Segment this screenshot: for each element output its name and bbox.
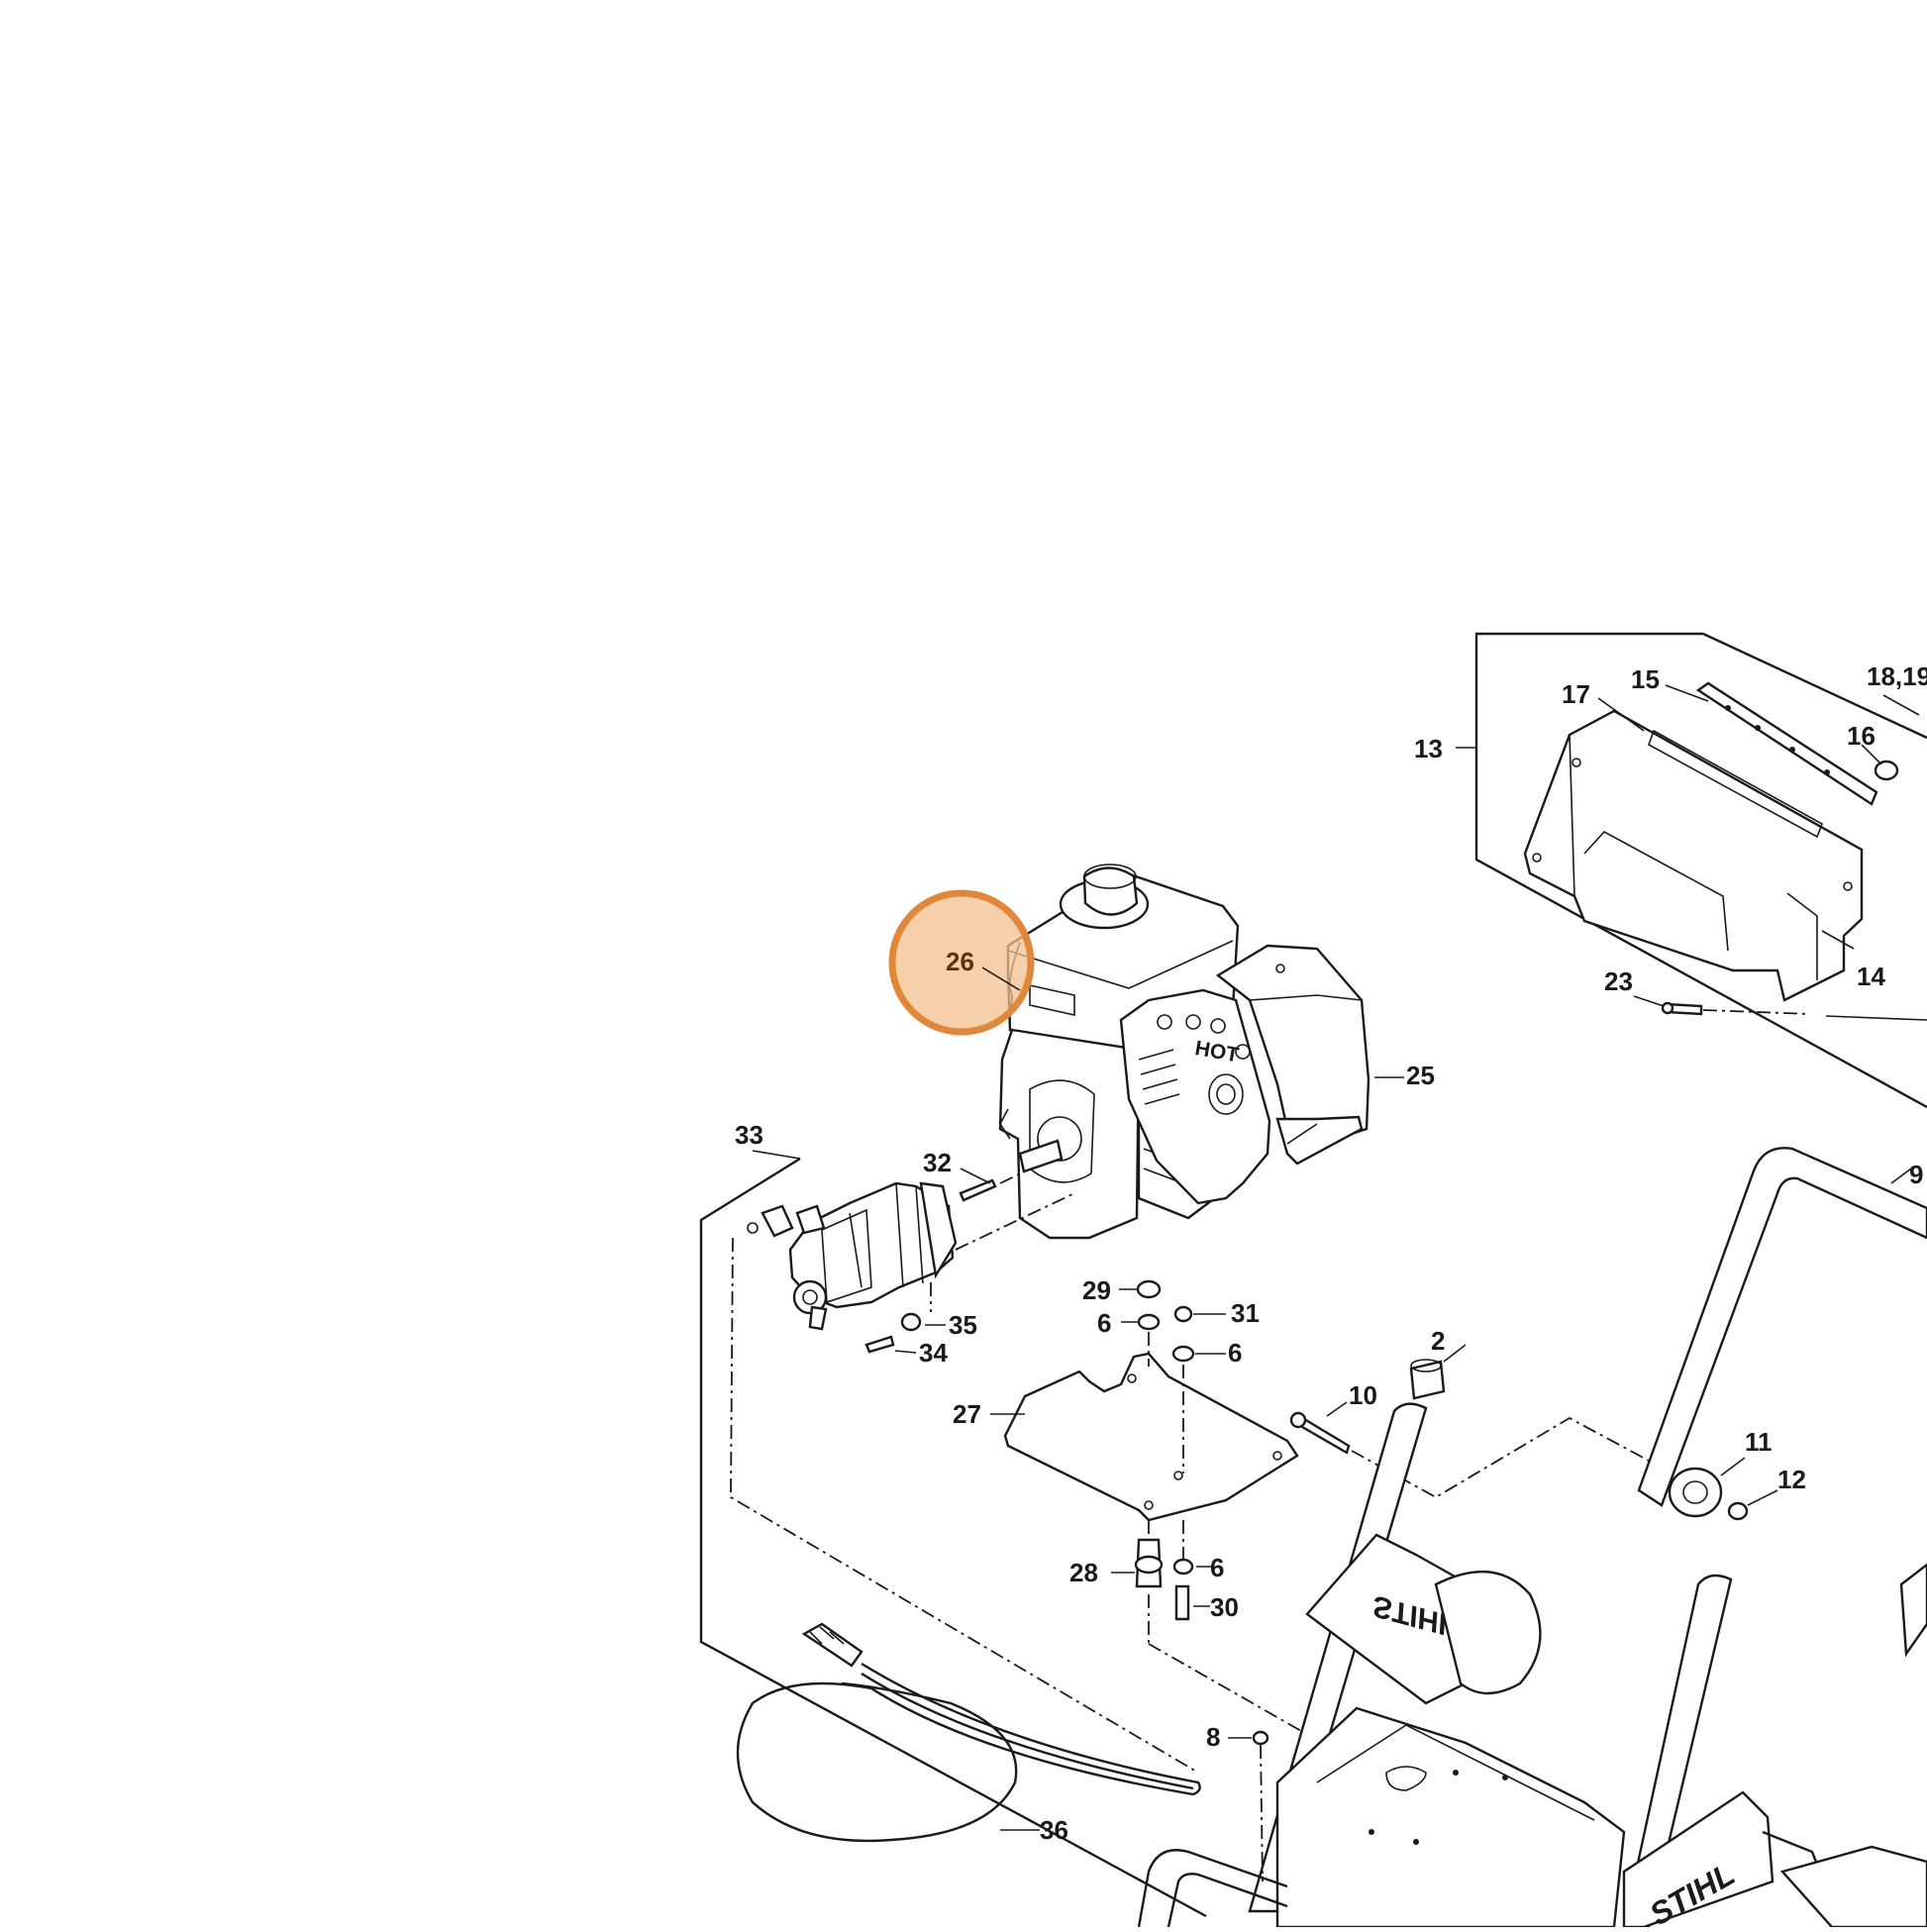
- highlight-callout-26[interactable]: [888, 889, 1035, 1036]
- callout-16: 16: [1847, 721, 1876, 751]
- nut-31: [1173, 1305, 1193, 1323]
- callout-31: 31: [1231, 1298, 1260, 1328]
- callout-33: 33: [735, 1120, 763, 1150]
- callout-11: 11: [1745, 1427, 1773, 1457]
- screw-34: [864, 1335, 895, 1354]
- nut-29: [1136, 1279, 1162, 1299]
- pump-assembly: [699, 1150, 1207, 1918]
- base-plate-assembly: [990, 1279, 1496, 1901]
- callout-32: 32: [923, 1148, 952, 1177]
- chassis-base: [1275, 1706, 1626, 1929]
- key-part: [959, 1178, 997, 1202]
- crankshaft: [1018, 1139, 1064, 1173]
- handle-bar: [1637, 1147, 1927, 1507]
- callout-28: 28: [1069, 1558, 1098, 1587]
- cap-2: [1409, 1360, 1446, 1400]
- washer-6c: [1172, 1558, 1194, 1576]
- callout-30: 30: [1210, 1592, 1239, 1622]
- nut-12: [1727, 1501, 1749, 1521]
- wheel-right: [1779, 1845, 1927, 1929]
- callout-15: 15: [1631, 664, 1660, 694]
- callout-9: 9: [1909, 1160, 1923, 1189]
- callout-6: 6: [1228, 1338, 1242, 1368]
- callout-17: 17: [1562, 679, 1590, 709]
- cover-frame: [1474, 632, 1927, 1109]
- heat-shield: [1119, 988, 1271, 1205]
- callout-34: 34: [919, 1338, 948, 1368]
- high-pressure-hose: [736, 1622, 1201, 1843]
- wheel-left: [1434, 1570, 1542, 1695]
- callout-10: 10: [1349, 1380, 1377, 1410]
- callout-6: 6: [1210, 1553, 1224, 1582]
- callout-labels: 2 6 6 6 8 9 10 11 12 13 14 15 16 17 18,1…: [735, 661, 1927, 1845]
- screw-30: [1174, 1584, 1190, 1621]
- callout-29: 29: [1082, 1275, 1111, 1305]
- callout-26[interactable]: 26: [946, 947, 974, 976]
- washer-6a: [1137, 1313, 1161, 1331]
- callout-8: 8: [1206, 1722, 1220, 1752]
- callout-14: 14: [1857, 962, 1885, 991]
- knob-11: [1668, 1467, 1723, 1518]
- washer-6b: [1171, 1345, 1195, 1363]
- engine: HOT: [998, 864, 1404, 1240]
- cover-assembly: [1456, 632, 1927, 1109]
- washer-part: [900, 1312, 922, 1332]
- callout-12: 12: [1777, 1465, 1806, 1494]
- screw-8: [1252, 1730, 1269, 1746]
- callout-25: 25: [1406, 1061, 1435, 1090]
- nut-part: [1874, 760, 1899, 781]
- hose-fitting: [801, 1622, 863, 1668]
- strip-part: [1695, 681, 1878, 806]
- callout-27: 27: [953, 1399, 981, 1429]
- callout-36: 36: [1040, 1815, 1068, 1845]
- frame-assembly: STIHL STIHL: [1137, 1147, 1927, 1932]
- pump-body: [788, 1181, 955, 1309]
- crankcase: [998, 1028, 1141, 1240]
- cover-part: [1523, 709, 1864, 1002]
- callout-6: 6: [1097, 1308, 1111, 1338]
- callout-35: 35: [949, 1310, 977, 1340]
- callout-2: 2: [1431, 1326, 1445, 1356]
- base-plate: [1003, 1352, 1299, 1522]
- highlight-circle[interactable]: [888, 889, 1035, 1036]
- callout-18-19: 18,19: [1867, 661, 1927, 691]
- callout-13: 13: [1414, 734, 1443, 763]
- callout-23: 23: [1604, 966, 1633, 996]
